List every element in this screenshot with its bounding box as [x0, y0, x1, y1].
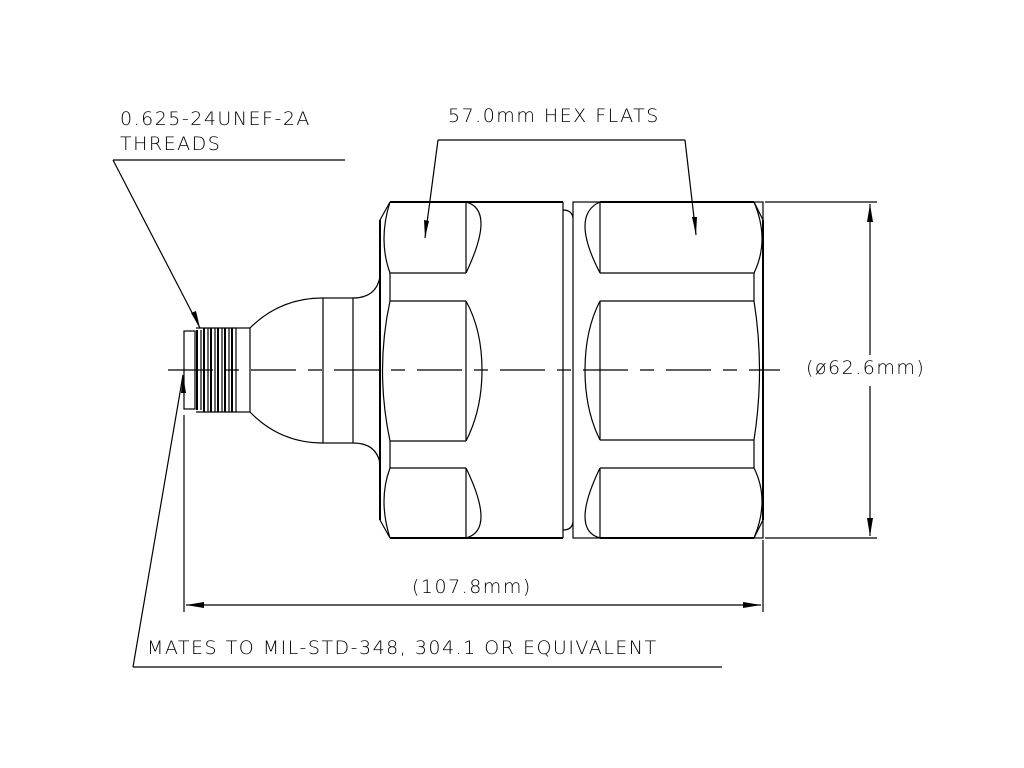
thread-callout-line2: THREADS — [120, 133, 222, 155]
right-hex-nut — [572, 201, 764, 539]
mates-note: MATES TO MIL-STD-348, 304.1 OR EQUIVALEN… — [147, 637, 658, 659]
thread-leader — [112, 159, 345, 329]
mates-leader — [132, 374, 722, 668]
thread-grooves — [196, 327, 236, 413]
left-hex-nut — [379, 201, 564, 539]
thread-section — [183, 327, 251, 413]
hex-flats-label: 57.0mm HEX FLATS — [448, 105, 660, 127]
thread-callout-line1: 0.625-24UNEF-2A — [120, 108, 311, 130]
diameter-dimension — [765, 201, 877, 539]
hex-flats-leader — [424, 139, 697, 239]
diameter-label: (ø62.6mm) — [806, 357, 926, 379]
length-label: (107.8mm) — [412, 576, 532, 598]
length-dimension — [183, 415, 764, 612]
